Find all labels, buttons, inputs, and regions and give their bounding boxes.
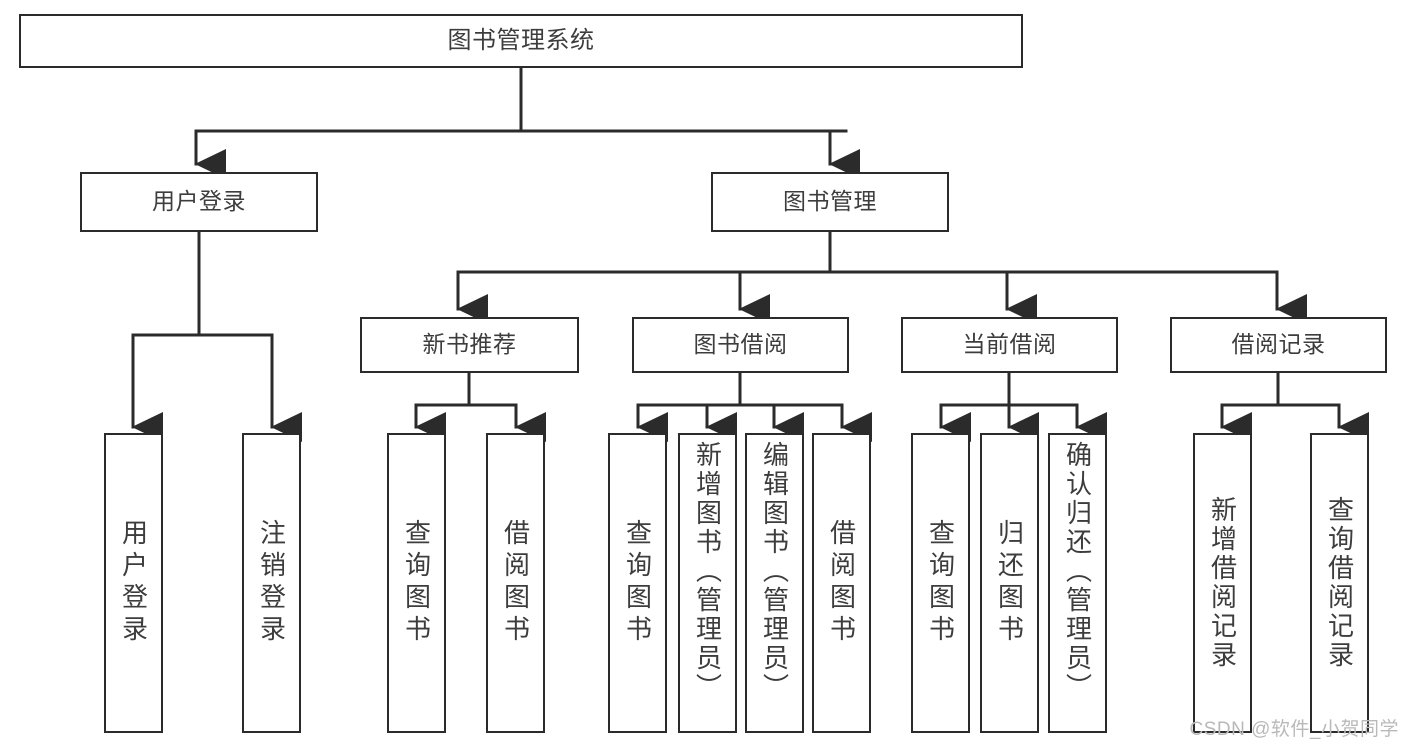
node-leaf-user-login[interactable]: 用户登录	[104, 433, 163, 733]
node-label: 查询借阅记录	[1324, 496, 1355, 670]
node-label: 确认归还（管理员）	[1062, 441, 1093, 702]
node-label: 新增借阅记录	[1207, 496, 1238, 670]
node-label: 用户登录	[118, 519, 149, 647]
node-leaf-edit-book-admin[interactable]: 编辑图书（管理员）	[745, 433, 804, 733]
node-label: 当前借阅	[962, 331, 1057, 358]
node-leaf-logout[interactable]: 注销登录	[242, 433, 301, 733]
node-root-system[interactable]: 图书管理系统	[19, 14, 1023, 68]
node-label: 新书推荐	[422, 331, 517, 358]
node-borrow-record[interactable]: 借阅记录	[1170, 317, 1387, 373]
node-label: 图书管理系统	[447, 26, 595, 54]
node-leaf-borrow-book[interactable]: 借阅图书	[812, 433, 871, 733]
node-leaf-add-borrow-record[interactable]: 新增借阅记录	[1193, 433, 1252, 733]
node-label: 图书管理	[783, 188, 877, 215]
node-label: 查询图书	[401, 519, 432, 647]
node-leaf-confirm-return-admin[interactable]: 确认归还（管理员）	[1048, 433, 1107, 733]
node-leaf-query-book-borrow[interactable]: 查询图书	[608, 433, 667, 733]
node-leaf-return-book[interactable]: 归还图书	[980, 433, 1039, 733]
node-label: 编辑图书（管理员）	[759, 441, 790, 702]
node-label: 归还图书	[994, 519, 1025, 647]
node-label: 注销登录	[256, 519, 287, 647]
node-label: 新增图书（管理员）	[692, 441, 723, 702]
node-label: 查询图书	[925, 519, 956, 647]
node-current-borrow[interactable]: 当前借阅	[901, 317, 1118, 373]
node-new-book-recommend[interactable]: 新书推荐	[360, 317, 579, 373]
node-leaf-query-book-current[interactable]: 查询图书	[911, 433, 970, 733]
node-label: 用户登录	[152, 188, 246, 215]
node-user-login[interactable]: 用户登录	[80, 172, 318, 232]
node-label: 图书借阅	[693, 331, 788, 358]
node-label: 借阅图书	[826, 519, 857, 647]
node-book-borrow[interactable]: 图书借阅	[632, 317, 849, 373]
node-leaf-query-book-recommend[interactable]: 查询图书	[387, 433, 446, 733]
node-label: 借阅记录	[1231, 331, 1326, 358]
node-label: 借阅图书	[500, 519, 531, 647]
node-leaf-query-borrow-record[interactable]: 查询借阅记录	[1310, 433, 1369, 733]
node-book-management[interactable]: 图书管理	[711, 172, 949, 232]
node-label: 查询图书	[622, 519, 653, 647]
node-leaf-borrow-book-recommend[interactable]: 借阅图书	[486, 433, 545, 733]
node-leaf-add-book-admin[interactable]: 新增图书（管理员）	[678, 433, 737, 733]
